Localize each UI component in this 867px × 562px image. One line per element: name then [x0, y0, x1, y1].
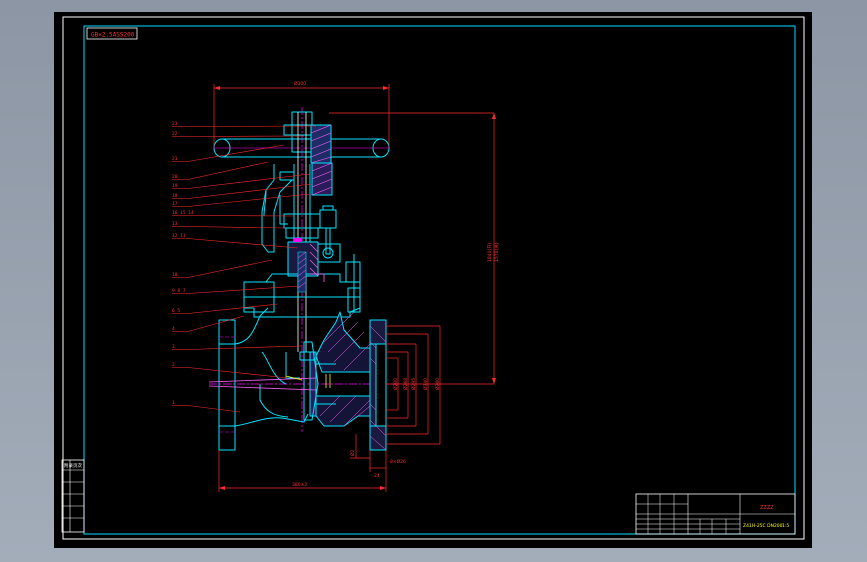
dimension-arrows [214, 86, 496, 490]
dimension-lines [213, 84, 495, 492]
part-number-label: 12 11 [172, 233, 186, 239]
part-leader-line [172, 193, 311, 207]
bonnet [243, 254, 361, 318]
code-label: GB×2.5ASS200 [91, 32, 135, 39]
dim-d1: Ø200 [392, 378, 399, 390]
part-leader-line [172, 215, 295, 217]
part-leader-line [172, 238, 299, 249]
side-table-header: 附录页次 [64, 462, 82, 469]
dim-d4: Ø340 [422, 378, 429, 390]
dim-d3: Ø295 [410, 378, 417, 390]
part-number-label: 16 15 14 [172, 210, 194, 216]
title-block-title: ZZZZ [760, 505, 774, 511]
part-number-label: 4 [172, 326, 175, 332]
part-leader-line [172, 226, 287, 229]
dim-top-width: Ø300 [294, 80, 306, 87]
title-block-scale: 1:5 [782, 523, 789, 529]
yoke-nut-section [310, 124, 333, 196]
part-number-label: 17 [172, 201, 178, 207]
inner-border [83, 25, 796, 535]
stem-threads [297, 251, 307, 293]
code-label-box [86, 27, 138, 40]
handwheel [213, 111, 390, 158]
valve-drawing [208, 107, 399, 451]
part-number-label: 23 [172, 121, 178, 127]
part-leader-line [172, 259, 273, 278]
part-number-label: 3 [172, 344, 175, 350]
part-leader-line [172, 161, 269, 180]
title-block-drawing-no: Z41H-25C DN200 [743, 523, 783, 529]
side-table: 附录页次 [61, 459, 85, 533]
part-leader-line [172, 135, 305, 137]
dim-face-to-face: 380±2 [292, 482, 307, 488]
dim-d2: Ø268 [402, 378, 409, 390]
valve-body [218, 307, 387, 451]
part-leader-line [172, 315, 245, 332]
part-number-label: 1 [172, 400, 175, 406]
yellow-marks [285, 374, 331, 388]
part-leader-line [172, 367, 289, 379]
part-number-label: 18 [172, 193, 178, 199]
dim-bolt-holes: 8×Ø26 [390, 458, 406, 465]
dim-flange-thk: 24 [374, 473, 380, 479]
part-number-label: 2 [172, 362, 175, 368]
part-leader-line [172, 285, 301, 294]
part-leader-line [172, 144, 285, 162]
outer-frame [62, 16, 805, 540]
part-leader-line [172, 183, 313, 199]
part-leader-line [172, 405, 241, 413]
part-leader-line [172, 125, 317, 127]
part-number-label: 9 8 7 [172, 288, 186, 294]
part-number-label: 22 [172, 131, 178, 137]
dim-height-closed: 1570(关) [493, 242, 500, 262]
part-number-label: 20 [172, 174, 178, 180]
part-number-label: 19 [172, 183, 178, 189]
part-leader-line [172, 173, 311, 189]
cad-drawing: GB×2.5ASS200 附录页次 [61, 16, 805, 540]
part-number-label: 21 [172, 156, 178, 162]
part-number-label: 6 5 [172, 308, 180, 314]
part-leader-line [172, 303, 279, 314]
drawing-viewport[interactable]: GB×2.5ASS200 附录页次 [54, 12, 812, 548]
part-number-label: 13 [172, 221, 178, 227]
part-leader-line [172, 345, 303, 350]
dim-d5: Ø360 [434, 378, 441, 390]
dim-height-open: 1840(开) [487, 242, 493, 262]
dim-raised-face: Ø2 [349, 449, 356, 456]
part-number-label: 10 [172, 272, 178, 278]
title-block: ZZZZ Z41H-25C DN200 1:5 [635, 493, 796, 535]
